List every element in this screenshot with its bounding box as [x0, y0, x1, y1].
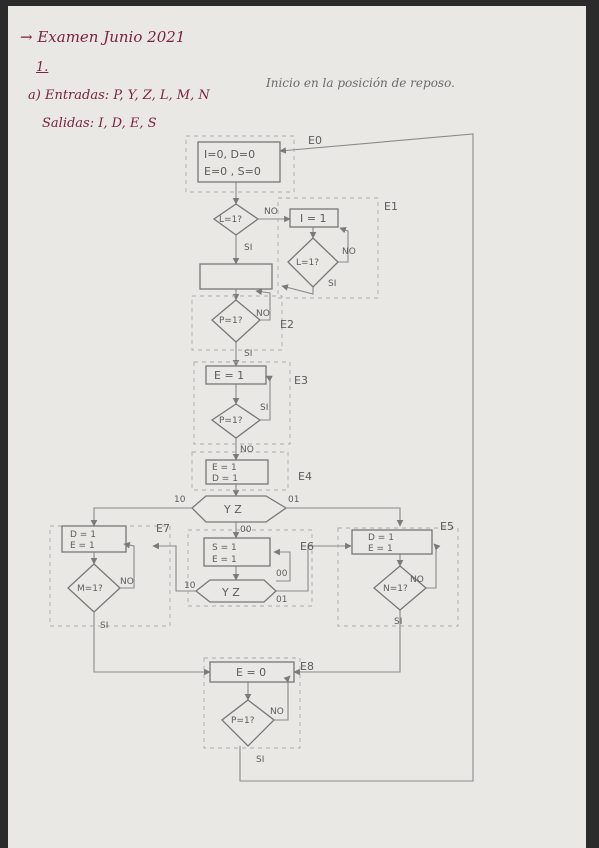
l1-no-label: NO — [264, 207, 278, 217]
box-e1 — [205, 365, 267, 385]
box-i1-text: I = 1 — [300, 212, 326, 225]
inputs-line: a) Entradas: P, Y, Z, L, M, N — [28, 88, 210, 103]
decision-l1 — [212, 203, 260, 236]
paper-page: → Examen Junio 2021 1. a) Entradas: P, Y… — [8, 6, 586, 848]
decision-p1b-text: P=1? — [219, 416, 243, 426]
state-e4: E4 — [298, 470, 312, 483]
state-e8: E8 — [300, 660, 314, 673]
l1b-si-label: SI — [328, 279, 336, 289]
p1-no-label: NO — [256, 309, 270, 319]
decision-n1-text: N=1? — [383, 584, 408, 594]
decision-p1 — [211, 299, 261, 343]
blank-box — [199, 263, 273, 290]
decision-p1c-text: P=1? — [231, 716, 255, 726]
state-e7: E7 — [156, 522, 170, 535]
box-left — [61, 525, 127, 553]
section-number: 1. — [36, 60, 49, 75]
exam-title: → Examen Junio 2021 — [20, 28, 186, 46]
n1-si-label: SI — [394, 617, 402, 627]
box-e0-text: E = 0 — [236, 666, 266, 679]
p1-si-label: SI — [244, 349, 252, 359]
p1b-si-label: SI — [260, 403, 268, 413]
yz2-01-label: 01 — [276, 595, 287, 605]
state-e2: E2 — [280, 318, 294, 331]
m1-no-label: NO — [120, 577, 134, 587]
box-mid — [203, 537, 271, 567]
box-right — [351, 529, 433, 555]
m1-si-label: SI — [100, 621, 108, 631]
init-line-1: I=0, D=0 — [204, 148, 255, 161]
box-right-line-1: D = 1 — [368, 533, 394, 543]
l1b-no-label: NO — [342, 247, 356, 257]
box-e-d-line-1: E = 1 — [212, 463, 237, 473]
state-e1: E1 — [384, 200, 398, 213]
decision-l1-text: L=1? — [219, 215, 242, 225]
box-left-line-1: D = 1 — [70, 530, 96, 540]
box-left-line-2: E = 1 — [70, 541, 95, 551]
decision-n1 — [372, 565, 428, 611]
box-mid-line-2: E = 1 — [212, 555, 237, 565]
decision-yz2 — [194, 579, 277, 603]
yz-01-label: 01 — [288, 495, 299, 505]
init-line-2: E=0 , S=0 — [204, 165, 261, 178]
p1c-si-label: SI — [256, 755, 264, 765]
decision-p1b — [210, 403, 262, 439]
state-e3: E3 — [294, 374, 308, 387]
connector-lines — [90, 133, 474, 782]
start-note: Inicio en la posición de reposo. — [266, 76, 455, 90]
decision-m1-text: M=1? — [77, 584, 103, 594]
p1c-no-label: NO — [270, 707, 284, 717]
yz-00-label: 00 — [240, 525, 252, 535]
decision-l1b — [287, 237, 339, 288]
yz2-10-label: 10 — [184, 581, 196, 591]
l1-si-label: SI — [244, 243, 252, 253]
n1-no-label: NO — [410, 575, 424, 585]
box-e-d — [205, 459, 269, 485]
flowchart: I=0, D=0 E=0 , S=0 E0 L=1? NO SI I = 1 E… — [49, 133, 474, 782]
decision-yz — [191, 495, 288, 523]
decision-yz-text: Y Z — [223, 503, 242, 516]
yz-10-label: 10 — [174, 495, 186, 505]
yz2-00-label: 00 — [276, 569, 288, 579]
outputs-line: Salidas: I, D, E, S — [42, 116, 157, 131]
state-e6: E6 — [300, 540, 314, 553]
decision-yz2-text: Y Z — [221, 586, 240, 599]
p1b-no-label: NO — [240, 445, 254, 455]
decision-p1c — [221, 699, 275, 747]
box-right-line-2: E = 1 — [368, 544, 393, 554]
box-e1-text: E = 1 — [214, 369, 244, 382]
box-e0 — [209, 661, 295, 683]
box-e-d-line-2: D = 1 — [212, 474, 238, 484]
decision-l1b-text: L=1? — [296, 258, 319, 268]
box-i1 — [289, 208, 339, 228]
init-box: I=0, D=0 E=0 , S=0 — [197, 141, 281, 183]
decision-m1 — [67, 563, 121, 613]
state-e0: E0 — [308, 134, 322, 147]
state-groupings — [49, 135, 459, 749]
state-e5: E5 — [440, 520, 454, 533]
decision-p1-text: P=1? — [219, 316, 243, 326]
box-mid-line-1: S = 1 — [212, 543, 237, 553]
